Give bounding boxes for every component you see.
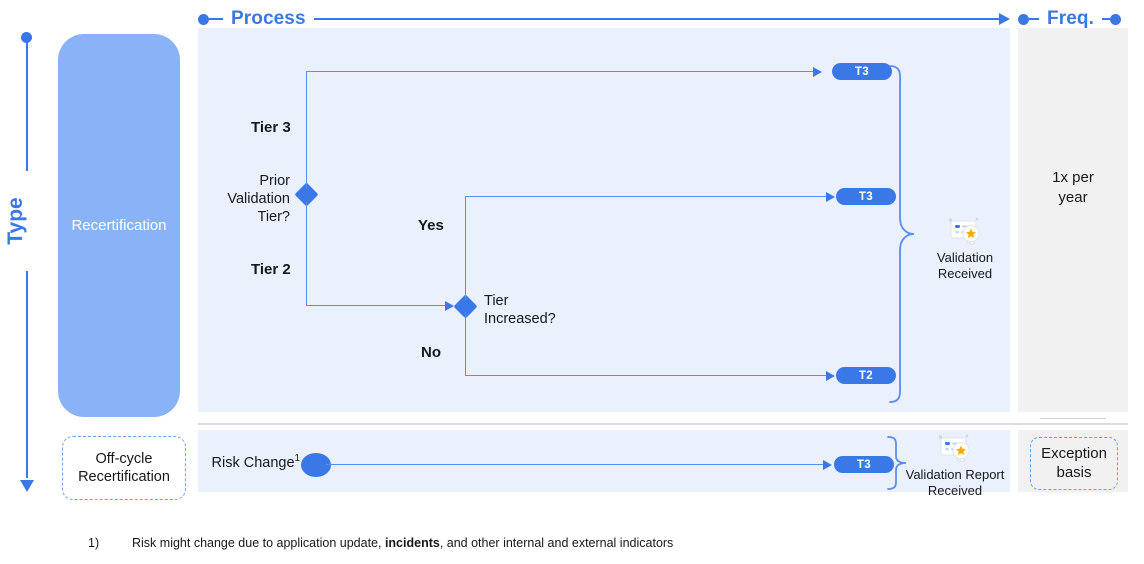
outcome-pill-tier3-top[interactable]: T3 <box>832 63 892 80</box>
decision1-up-arrow-icon <box>813 67 822 77</box>
outcome-pill-tier2-bottom[interactable]: T2 <box>836 367 896 384</box>
validation-received-line2: Received <box>937 266 993 282</box>
type-card-offcycle-recertification[interactable]: Off-cycle Recertification <box>62 436 186 500</box>
axis-arrow-icon <box>999 13 1010 25</box>
decision2-no-vertical-line <box>465 312 467 376</box>
footnote-text-bold: incidents <box>384 536 440 550</box>
outcome-validation-received: Validation Received <box>900 215 1030 283</box>
offcycle-brace <box>884 434 912 497</box>
type-axis-arrow-icon <box>20 480 34 492</box>
decision2-no-horizontal-line <box>465 375 829 377</box>
decision2-entry-arrow-icon <box>445 301 454 311</box>
offcycle-horizontal-line <box>326 464 826 466</box>
outcome-validation-report-received-caption: Validation Report Received <box>906 467 1005 500</box>
footnote-marker: 1) <box>88 536 100 550</box>
footnote-text-after: , and other internal and external indica… <box>439 536 674 550</box>
decision2-label-line1: Tier <box>484 293 509 309</box>
outcome-pill-tier3-middle[interactable]: T3 <box>836 188 896 205</box>
footnote-text: Risk might change due to application upd… <box>132 536 673 550</box>
outcome-validation-report-received: Validation Report Received <box>890 432 1020 500</box>
decision2-no-arrow-icon <box>826 371 835 381</box>
freq-start-dot-icon <box>1018 13 1029 25</box>
validation-report-line2: Received <box>927 483 983 499</box>
row-divider <box>198 423 1128 425</box>
outcomes-brace <box>886 62 920 411</box>
outcomes-brace-icon <box>889 65 915 403</box>
decision1-down-horizontal-line <box>306 305 448 307</box>
frequency-exception-label: Exception basis <box>1041 445 1107 483</box>
decision2-branch-down-label: No <box>421 344 441 361</box>
frequency-separator <box>1040 418 1106 419</box>
freq-rail-segment-left <box>1029 18 1039 20</box>
freq-rail-segment-right <box>1101 18 1110 20</box>
decision1-up-vertical-line <box>306 71 308 188</box>
validation-certificate-icon <box>948 217 980 246</box>
frequency-axis-label: Freq. <box>1047 8 1094 29</box>
type-axis-label: Type <box>0 171 32 271</box>
outcome-pill-tier3-offcycle[interactable]: T3 <box>834 456 894 473</box>
validation-received-line1: Validation <box>936 250 994 265</box>
type-axis-start-dot-icon <box>21 32 32 43</box>
footnote: 1) Risk might change due to application … <box>88 536 673 550</box>
decision1-label-line1: Prior <box>259 173 290 189</box>
frequency-axis-header: Freq. <box>1018 8 1128 29</box>
process-axis-header: Process <box>198 8 1010 29</box>
decision1-label-line3: Tier? <box>257 209 291 226</box>
decision1-branch-up-label: Tier 3 <box>251 119 291 136</box>
frequency-main-line1: 1x per <box>1052 169 1094 186</box>
decision1-up-horizontal-line <box>306 71 816 73</box>
frequency-main-value: 1x per year <box>1018 168 1128 209</box>
type-card-recertification[interactable]: Recertification <box>58 34 180 417</box>
outcome-validation-received-caption: Validation Received <box>937 250 993 283</box>
decision1-branch-down-label: Tier 2 <box>251 261 291 278</box>
decision2-yes-horizontal-line <box>465 196 829 198</box>
type-card-recertification-label: Recertification <box>71 217 167 234</box>
offcycle-line1: Off-cycle <box>95 450 153 467</box>
decision1-label-line2: Validation <box>227 191 290 208</box>
footnote-text-before: Risk might change due to application upd… <box>132 536 385 550</box>
decision1-down-vertical-line <box>306 202 308 306</box>
risk-change-label-text: Risk Change <box>211 454 295 471</box>
axis-rail-line <box>313 18 1000 20</box>
offcycle-line2: Recertification <box>78 469 170 485</box>
validation-report-line1: Validation Report <box>905 467 1005 482</box>
decision2-label-line2: Increased? <box>484 311 556 328</box>
process-axis-label: Process <box>231 8 306 29</box>
offcycle-brace-icon <box>887 436 907 490</box>
offcycle-arrow-icon <box>823 460 832 470</box>
risk-change-footnote-marker: 1 <box>294 453 300 464</box>
frequency-main-line2: year <box>1058 189 1088 207</box>
exception-line2: basis <box>1056 463 1092 481</box>
frequency-main-panel <box>1018 28 1128 412</box>
axis-start-dot-icon <box>198 13 209 25</box>
risk-change-label: Risk Change1 <box>140 453 301 472</box>
exception-line1: Exception <box>1041 444 1107 462</box>
axis-rail-segment <box>209 18 223 20</box>
process-main-panel <box>198 28 1010 412</box>
frequency-exception-card[interactable]: Exception basis <box>1030 437 1118 490</box>
decision2-yes-vertical-line <box>465 196 467 300</box>
type-card-offcycle-label: Off-cycle Recertification <box>78 450 170 486</box>
decision2-label: Tier Increased? <box>484 292 556 328</box>
validation-certificate-icon <box>938 434 970 463</box>
decision1-label: Prior Validation Tier? <box>150 172 290 226</box>
freq-end-dot-icon <box>1109 13 1121 25</box>
decision2-branch-up-label: Yes <box>418 217 444 234</box>
decision2-yes-arrow-icon <box>826 192 835 202</box>
